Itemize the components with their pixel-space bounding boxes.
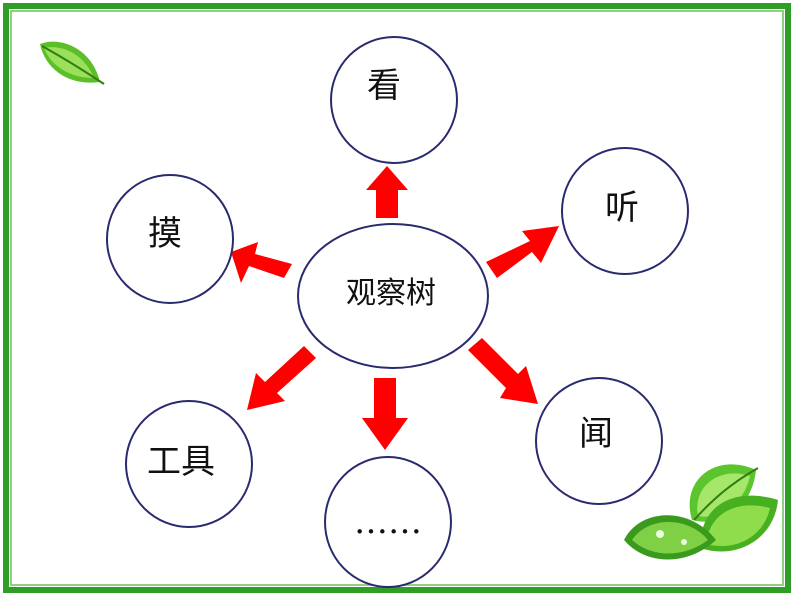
node-tools-label: 工具 bbox=[147, 445, 215, 479]
center-node-label: 观察树 bbox=[346, 279, 436, 309]
node-listen-label: 听 bbox=[605, 191, 639, 225]
arrow-down bbox=[362, 378, 408, 450]
leaf-icon bbox=[40, 42, 104, 84]
arrow-right-up bbox=[486, 226, 559, 278]
arrow-left-down bbox=[247, 346, 316, 410]
arrow-up bbox=[366, 166, 408, 218]
node-touch-label: 摸 bbox=[148, 217, 182, 251]
node-smell-label: 闻 bbox=[579, 417, 613, 451]
arrow-right-down bbox=[468, 338, 538, 404]
node-look-label: 看 bbox=[367, 69, 401, 103]
node-more-label: …… bbox=[354, 505, 422, 539]
arrow-left-up bbox=[231, 242, 292, 283]
